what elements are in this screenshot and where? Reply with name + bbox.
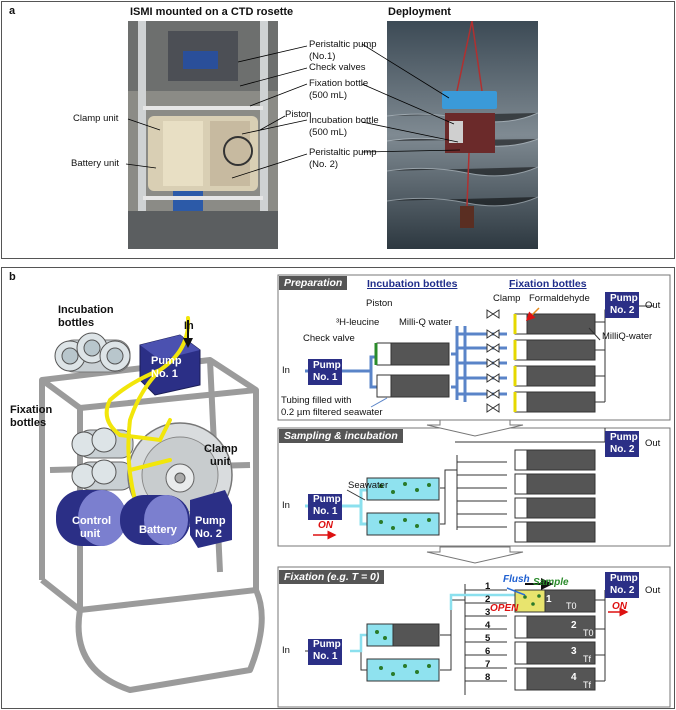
left-clamp-label: Clamp [204, 443, 238, 455]
fixation-title: Fixation (e.g. T = 0) [279, 570, 385, 584]
fixation-sample: Sample [533, 577, 569, 588]
left-bottles1-label: bottles [58, 317, 95, 329]
prep-tubing1: Tubing filled with [281, 395, 352, 406]
sampling-seawater: Seawater [348, 480, 389, 491]
sampling-pump1-no: No. 1 [313, 506, 338, 517]
deployment-photo [387, 21, 538, 249]
fix-bottle-time: Tf [583, 680, 591, 690]
label-clamp-unit: Clamp unit [73, 113, 119, 124]
prep-clamp: Clamp [493, 293, 521, 304]
left-unit-label: unit [210, 456, 231, 468]
prep-pump1: Pump [313, 360, 341, 371]
prep-milliq: Milli-Q water [399, 317, 452, 328]
prep-in: In [282, 365, 290, 376]
valve-number: 7 [485, 659, 491, 670]
fixation-pump1-no: No. 1 [313, 651, 338, 662]
sampling-in: In [282, 500, 290, 511]
prep-milliq2: MilliQ-water [602, 331, 653, 342]
label-incubation-bottle: Incubation bottle [309, 115, 379, 126]
left-fixation-label: Fixation [10, 404, 53, 416]
prep-leucine: ³H-leucine [336, 317, 380, 328]
label-peristaltic2: Peristaltic pump [309, 147, 377, 158]
fix-bottle-num: 2 [571, 620, 577, 631]
fix-bottle-num: 3 [571, 646, 577, 657]
label-peristaltic1: Peristaltic pump [309, 39, 377, 50]
label-piston: Piston [285, 109, 312, 120]
fixation-in: In [282, 645, 290, 656]
sampling-pump2: Pump [610, 432, 638, 443]
left-incubation-label: Incubation [58, 304, 114, 316]
fixation-open: OPEN [490, 603, 519, 614]
prep-check-valve: Check valve [303, 333, 355, 344]
label-check-valves: Check valves [309, 62, 366, 73]
sampling-title: Sampling & incubation [279, 429, 403, 443]
left-control-label: Control [72, 515, 112, 527]
fixation-flush: Flush [503, 574, 530, 585]
panel-b-letter: b [9, 271, 16, 283]
label-fixation-vol: (500 mL) [309, 90, 348, 101]
ctd-rosette-photo [128, 21, 278, 249]
photo1-title: ISMI mounted on a CTD rosette [130, 6, 294, 18]
prep-piston: Piston [366, 298, 393, 309]
valve-number: 2 [485, 594, 491, 605]
fix-bottle-time: T0 [566, 601, 577, 611]
label-fixation-bottle: Fixation bottle [309, 78, 369, 89]
fixation-out: Out [645, 585, 661, 596]
valve-number: 1 [485, 581, 491, 592]
fix-bottle-time: Tf [583, 654, 591, 664]
fix-bottle-time: T0 [583, 628, 594, 638]
incubation-bottles-icon [54, 332, 131, 373]
valve-number: 8 [485, 672, 491, 683]
prep-pump1-no: No. 1 [313, 372, 338, 383]
panel-a-leader-lines [125, 43, 461, 179]
label-incubation-vol: (500 mL) [309, 127, 348, 138]
fixation-pump2: Pump [610, 573, 638, 584]
valve-number: 4 [485, 620, 491, 631]
left-control-unit-label: unit [80, 528, 101, 540]
panel-a-letter: a [9, 5, 16, 17]
label-peristaltic2-no: (No. 2) [309, 159, 339, 170]
valve-number: 5 [485, 633, 491, 644]
prep-fixation-bottles: Fixation bottles [509, 278, 587, 290]
prep-incubation-bottles: Incubation bottles [367, 278, 458, 290]
sampling-pump2-no: No. 2 [610, 444, 635, 455]
prep-title: Preparation [279, 276, 348, 290]
sampling-out: Out [645, 438, 661, 449]
prep-out: Out [645, 300, 661, 311]
left-pump2-label: Pump [195, 515, 226, 527]
sampling-on: ON [318, 520, 333, 531]
photo2-title: Deployment [388, 6, 451, 18]
ismi-3d-illustration [39, 316, 265, 693]
left-pump1-no: No. 1 [151, 368, 178, 380]
left-pump2-no: No. 2 [195, 528, 222, 540]
fixation-on: ON [612, 601, 627, 612]
label-peristaltic1-no: (No.1) [309, 51, 336, 62]
panel-a: a ISMI mounted on a CTD rosette Deployme… [1, 1, 675, 259]
fix-bottle-num: 1 [546, 594, 552, 605]
valve-number: 6 [485, 646, 491, 657]
prep-pump2: Pump [610, 293, 638, 304]
valve-number: 3 [485, 607, 491, 618]
label-battery-unit: Battery unit [71, 158, 120, 169]
prep-pump2-no: No. 2 [610, 305, 635, 316]
fixation-pump2-no: No. 2 [610, 585, 635, 596]
left-bottles2-label: bottles [10, 417, 47, 429]
left-pump1-label: Pump [151, 355, 182, 367]
fixation-pump1: Pump [313, 639, 341, 650]
prep-formaldehyde: Formaldehyde [529, 293, 590, 304]
left-battery-label: Battery [139, 524, 177, 536]
panel-b: b [1, 267, 675, 709]
fix-bottle-num: 4 [571, 672, 577, 683]
schematic-diagrams [277, 274, 671, 708]
prep-tubing2: 0.2 µm filtered seawater [281, 407, 383, 418]
sampling-pump1: Pump [313, 494, 341, 505]
left-in-label: In [184, 320, 194, 332]
